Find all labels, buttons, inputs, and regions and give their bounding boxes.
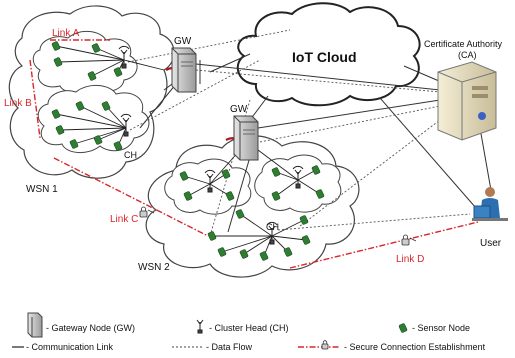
- legend-communication-label: - Communication Link: [26, 342, 114, 352]
- sensor-node-icon: [271, 167, 281, 177]
- cluster-head-icon: [118, 45, 130, 69]
- cluster-head-icon: [266, 221, 278, 245]
- data-flow-lines: [127, 29, 471, 237]
- legend-cluster-head-label: - Cluster Head (CH): [209, 323, 289, 333]
- sensor-node-icon: [311, 165, 321, 175]
- gateway-label-mid: GW: [230, 104, 248, 115]
- certificate-authority-server-icon: [437, 61, 497, 141]
- sensor-node-icon: [113, 141, 123, 151]
- sensor-node-icon: [69, 139, 79, 149]
- cluster-head-icon: [204, 169, 216, 193]
- gateway-node-icon: [171, 47, 197, 93]
- sensor-node-icon: [235, 209, 245, 219]
- sensor-node-icon: [271, 191, 281, 201]
- sensor-node-icon: [93, 135, 103, 145]
- legend-sensor-icon: [398, 323, 408, 333]
- sensor-node-icon: [101, 101, 111, 111]
- wsn1-comm-links: [55, 45, 165, 147]
- user-label: User: [480, 238, 502, 249]
- sensor-node-icon: [221, 169, 231, 179]
- link-d-label: Link D: [396, 254, 424, 265]
- sensor-node-icon: [315, 189, 325, 199]
- sensor-node-icon: [259, 251, 269, 261]
- sensor-node-icon: [299, 215, 309, 225]
- legend-gateway-icon: [27, 312, 43, 338]
- iot-cloud-label: IoT Cloud: [292, 49, 357, 65]
- legend-data-flow-label: - Data Flow: [206, 342, 253, 352]
- link-a-label: Link A: [52, 28, 80, 39]
- legend-secure-label: - Secure Connection Establishment: [344, 342, 486, 352]
- lock-icon: [139, 206, 155, 218]
- lock-icon: [401, 234, 417, 246]
- legend-gateway-label: - Gateway Node (GW): [46, 323, 135, 333]
- sensor-node-icon: [51, 41, 61, 51]
- sensor-nodes: [51, 41, 325, 261]
- sensor-node-icon: [217, 247, 227, 257]
- sensor-node-icon: [91, 43, 101, 53]
- ca-label-line1: Certificate Authority: [424, 39, 503, 49]
- user-icon: [472, 187, 508, 221]
- sensor-node-icon: [225, 191, 235, 201]
- sensor-node-icon: [283, 247, 293, 257]
- link-c-label: Link C: [110, 214, 138, 225]
- sensor-node-icon: [183, 191, 193, 201]
- wsn1-inner-cloud-bottom: [37, 85, 150, 153]
- legend-sensor-label: - Sensor Node: [412, 323, 470, 333]
- secure-connection-lines: [29, 39, 479, 269]
- sensor-node-icon: [75, 101, 85, 111]
- legend: - Gateway Node (GW) - Cluster Head (CH) …: [12, 312, 486, 352]
- sensor-node-icon: [207, 231, 217, 241]
- wsn1-label: WSN 1: [26, 184, 58, 195]
- gateway-label-top: GW: [174, 36, 192, 47]
- cluster-head-label-wsn2: CH: [266, 222, 279, 232]
- cluster-head-icon: [120, 113, 132, 137]
- wsn2-inner-cloud-left: [164, 158, 252, 215]
- legend-cluster-head-icon: [196, 319, 204, 334]
- sensor-node-icon: [113, 67, 123, 77]
- sensor-node-icon: [87, 71, 97, 81]
- sensor-node-icon: [55, 125, 65, 135]
- legend-lock-icon: [321, 340, 329, 350]
- iot-cloud-shape: [236, 2, 421, 107]
- cluster-head-label-wsn1: CH: [124, 150, 137, 160]
- sensor-node-icon: [51, 109, 61, 119]
- ca-label-line2: (CA): [458, 50, 477, 60]
- sensor-node-icon: [53, 57, 63, 67]
- sensor-node-icon: [239, 249, 249, 259]
- sensor-node-icon: [179, 171, 189, 181]
- cluster-head-icon: [292, 165, 304, 189]
- sensor-node-icon: [301, 235, 311, 245]
- ca-links: [139, 53, 493, 233]
- wsn2-label: WSN 2: [138, 262, 170, 273]
- gateway-node-icon: [233, 115, 259, 161]
- link-b-label: Link B: [4, 98, 32, 109]
